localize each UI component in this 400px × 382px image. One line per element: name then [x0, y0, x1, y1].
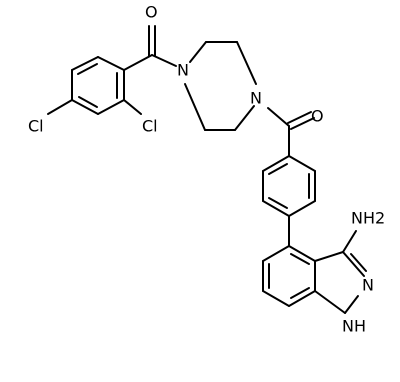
- atom-label-n-piperazine-left: N: [177, 61, 189, 80]
- bond-ring-to-cl-ortho: [123, 99, 142, 115]
- indazole-benzene-ring: [262, 245, 316, 307]
- bond-ring-to-cl-left: [47, 99, 73, 115]
- atom-label-amine: NH2: [351, 209, 385, 228]
- dichlorophenyl-ring: [71, 56, 125, 115]
- atom-label-n-pyrazole: N: [362, 276, 374, 295]
- right-carbonyl: [267, 107, 315, 157]
- atom-label-o-right: O: [311, 107, 324, 126]
- atom-label-n-piperazine-right: N: [250, 89, 262, 108]
- phenylene-ring: [262, 155, 316, 217]
- bond-ring-to-carbonyl: [123, 54, 153, 71]
- atom-label-cl-left: Cl: [28, 117, 44, 136]
- top-carbonyl: [148, 25, 177, 67]
- indazole-pyrazole-ring: [314, 251, 367, 314]
- bond-to-amine: [342, 230, 357, 253]
- piperazine-ring: [184, 41, 257, 131]
- atom-label-nh-pyrazole: NH: [342, 317, 366, 336]
- atom-label-cl-ortho: Cl: [142, 117, 158, 136]
- atom-label-o-top: O: [145, 3, 158, 22]
